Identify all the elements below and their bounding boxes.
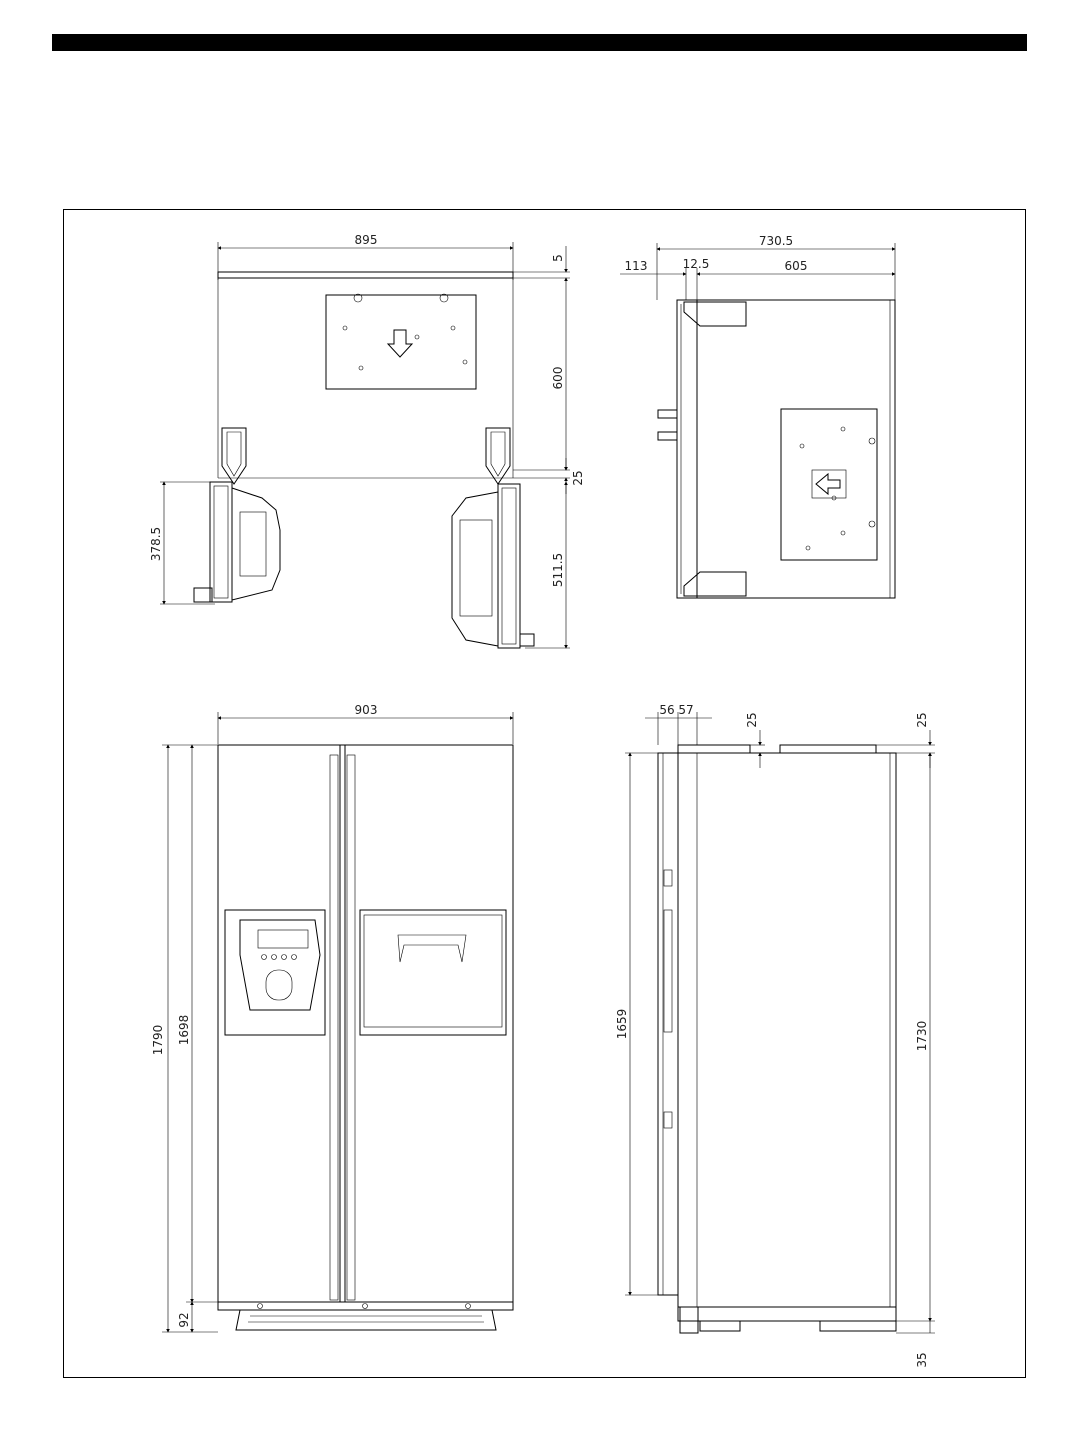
dim-730-5: 730.5 xyxy=(759,234,793,248)
dim-57: 57 xyxy=(678,703,693,717)
dim-511-5: 511.5 xyxy=(551,553,565,587)
dim-25-cap-a: 25 xyxy=(745,712,759,727)
dim-378-5: 378.5 xyxy=(149,527,163,561)
top-view: 895 5 600 25 511.5 378.5 xyxy=(149,233,585,649)
dim-1698: 1698 xyxy=(177,1015,191,1046)
side-view: 56 57 25 25 1659 xyxy=(615,703,935,1368)
front-view: 903 1790 1698 92 xyxy=(151,703,514,1333)
dim-92: 92 xyxy=(177,1312,191,1327)
dim-895: 895 xyxy=(355,233,378,247)
dim-903: 903 xyxy=(355,703,378,717)
dim-1790: 1790 xyxy=(151,1025,165,1056)
dim-1659: 1659 xyxy=(615,1009,629,1040)
dim-605: 605 xyxy=(785,259,808,273)
dim-12-5: 12.5 xyxy=(683,257,710,271)
drawing-frame xyxy=(63,209,1026,1378)
dim-1730: 1730 xyxy=(915,1021,929,1052)
header-bar xyxy=(52,34,1027,51)
dim-25-cap-b: 25 xyxy=(915,712,929,727)
dim-56: 56 xyxy=(659,703,674,717)
side-top-view: 730.5 113 12.5 605 xyxy=(620,234,896,599)
dim-5: 5 xyxy=(551,254,565,262)
dim-113: 113 xyxy=(625,259,648,273)
dim-35: 35 xyxy=(915,1352,929,1367)
dim-600: 600 xyxy=(551,367,565,390)
dim-25-top: 25 xyxy=(571,470,585,485)
